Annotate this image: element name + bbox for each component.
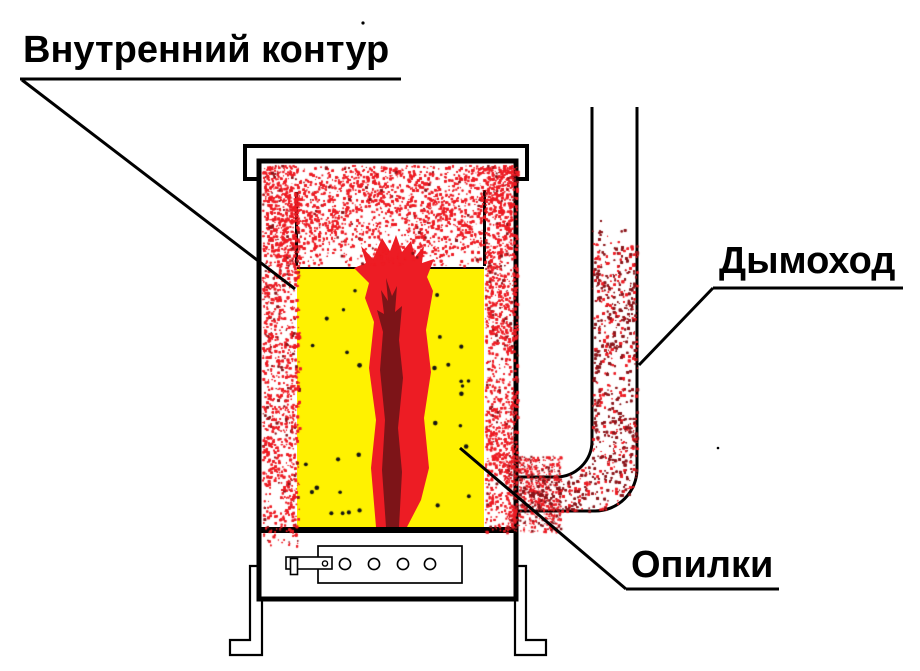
leader-line-sawdust	[459, 446, 627, 591]
label-inner-contour: Внутренний контур	[23, 29, 390, 71]
leader-line-chimney	[637, 286, 715, 367]
stray-speck	[361, 21, 365, 25]
label-chimney: Дымоход	[719, 240, 896, 282]
stray-speck	[716, 446, 720, 450]
leader-line-inner-contour	[21, 78, 296, 291]
label-sawdust: Опилки	[631, 544, 774, 586]
